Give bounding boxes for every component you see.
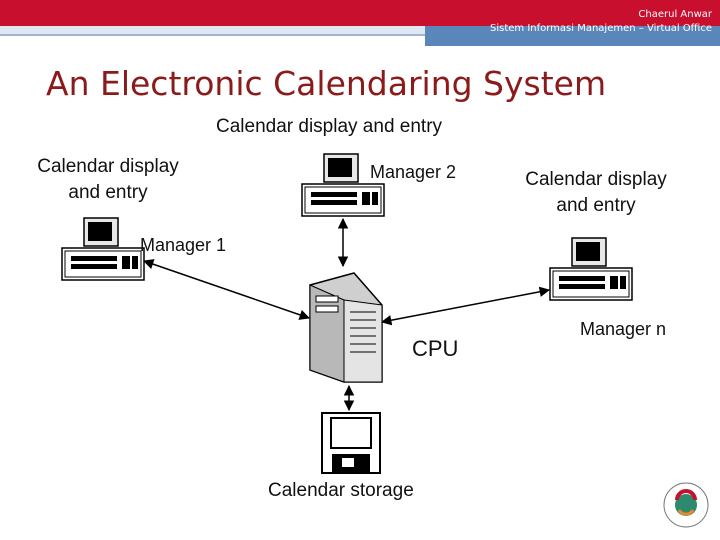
label-left-block: Calendar display and entry xyxy=(18,154,198,206)
label-managern: Manager n xyxy=(580,319,667,339)
computer-icon-managern xyxy=(549,237,633,301)
server-icon xyxy=(309,272,383,383)
header-author: Chaerul Anwar xyxy=(638,9,712,20)
label-manager2: Manager 2 xyxy=(370,162,457,182)
floppy-disk-icon xyxy=(321,412,381,474)
connector-cpu-managern xyxy=(380,286,551,326)
slide-title: An Electronic Calendaring System xyxy=(46,64,607,103)
label-right-block: Calendar display and entry xyxy=(506,167,686,219)
header-edge xyxy=(0,26,720,36)
label-right-line2: and entry xyxy=(556,195,636,216)
header-course: Sistem Informasi Manajemen – Virtual Off… xyxy=(489,23,712,34)
label-left-line1: Calendar display xyxy=(37,156,179,177)
label-manager1: Manager 1 xyxy=(140,235,227,255)
header-bar xyxy=(0,0,720,26)
header-band xyxy=(425,26,720,46)
computer-icon-manager1 xyxy=(61,217,145,281)
label-storage: Calendar storage xyxy=(268,480,414,501)
connector-manager1-cpu xyxy=(143,259,310,320)
label-left-line2: and entry xyxy=(68,182,148,203)
label-right-line1: Calendar display xyxy=(525,169,667,190)
label-top: Calendar display and entry xyxy=(216,116,443,137)
header-stripe xyxy=(0,34,425,36)
university-logo xyxy=(663,482,709,528)
label-cpu: CPU xyxy=(412,336,459,361)
